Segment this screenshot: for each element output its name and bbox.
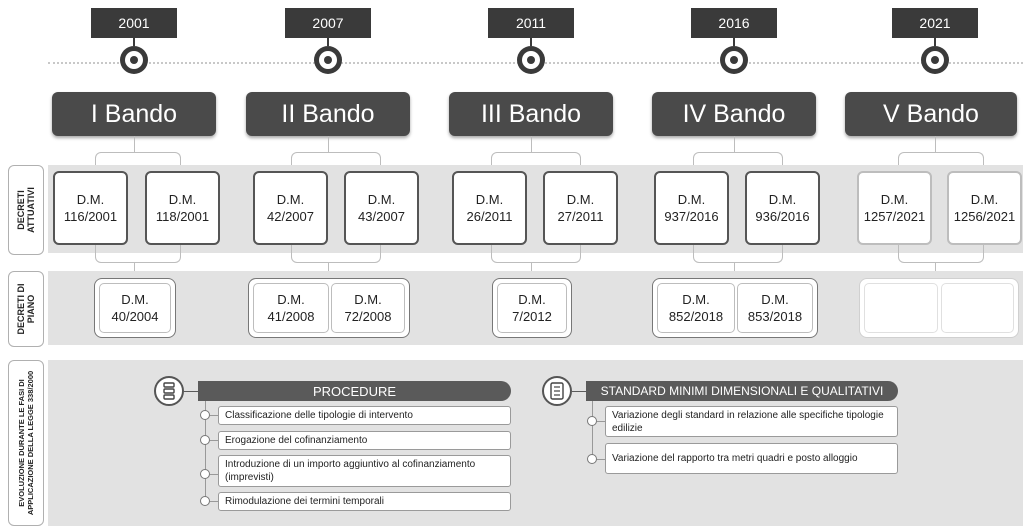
- connector: [95, 152, 181, 172]
- connector: [572, 391, 586, 392]
- bullet: [587, 416, 597, 426]
- dm-card: D.M.41/2008: [253, 283, 329, 333]
- bando-3: III Bando: [449, 92, 613, 136]
- connector: [134, 136, 135, 152]
- row-label-evoluzione: EVOLUZIONE DURANTE LE FASI DI APPLICAZIO…: [8, 360, 44, 526]
- target-icon: [517, 46, 545, 74]
- connector: [734, 136, 735, 152]
- year-2001: 2001: [91, 8, 177, 38]
- connector: [935, 136, 936, 152]
- year-2016: 2016: [691, 8, 777, 38]
- procedure-item: Erogazione del cofinanziamento: [218, 431, 511, 450]
- bando-1: I Bando: [52, 92, 216, 136]
- dm-card: D.M.853/2018: [737, 283, 813, 333]
- connector: [693, 152, 783, 172]
- dm-card: D.M.118/2001: [145, 171, 220, 245]
- year-2021: 2021: [892, 8, 978, 38]
- connector: [210, 474, 218, 475]
- standard-item: Variazione degli standard in relazione a…: [605, 406, 898, 437]
- target-icon: [120, 46, 148, 74]
- connector: [898, 152, 984, 172]
- bando-5: V Bando: [845, 92, 1017, 136]
- procedure-title: PROCEDURE: [198, 381, 511, 401]
- bullet: [200, 469, 210, 479]
- connector: [205, 401, 206, 504]
- connector: [210, 440, 218, 441]
- connector: [531, 136, 532, 152]
- standard-title: STANDARD MINIMI DIMENSIONALI E QUALITATI…: [586, 381, 898, 401]
- flowchart-icon: [154, 376, 184, 406]
- connector: [491, 245, 581, 263]
- connector: [491, 152, 581, 172]
- dm-card: D.M.116/2001: [53, 171, 128, 245]
- bando-4: IV Bando: [652, 92, 816, 136]
- empty-card: [941, 283, 1014, 333]
- checklist-icon: [542, 376, 572, 406]
- dm-card: D.M.936/2016: [745, 171, 820, 245]
- connector: [693, 245, 783, 263]
- dm-card: D.M.26/2011: [452, 171, 527, 245]
- bullet: [200, 435, 210, 445]
- bullet: [200, 496, 210, 506]
- dm-card: D.M.7/2012: [497, 283, 567, 333]
- connector: [210, 501, 218, 502]
- standard-item: Variazione del rapporto tra metri quadri…: [605, 443, 898, 474]
- empty-card: [864, 283, 938, 333]
- procedure-item: Classificazione delle tipologie di inter…: [218, 406, 511, 425]
- dm-card: D.M.43/2007: [344, 171, 419, 245]
- target-icon: [720, 46, 748, 74]
- connector: [291, 152, 381, 172]
- connector: [328, 263, 329, 278]
- year-stem: [327, 38, 329, 46]
- target-icon: [921, 46, 949, 74]
- year-stem: [934, 38, 936, 46]
- dm-card: D.M.27/2011: [543, 171, 618, 245]
- connector: [291, 245, 381, 263]
- year-stem: [530, 38, 532, 46]
- connector: [935, 263, 936, 278]
- dm-card: D.M.72/2008: [331, 283, 405, 333]
- row-label-piano: DECRETI DI PIANO: [8, 271, 44, 347]
- bullet: [587, 454, 597, 464]
- bando-2: II Bando: [246, 92, 410, 136]
- procedure-item: Introduzione di un importo aggiuntivo al…: [218, 455, 511, 487]
- dm-card: D.M.1257/2021: [857, 171, 932, 245]
- connector: [898, 245, 984, 263]
- dm-card: D.M.42/2007: [253, 171, 328, 245]
- connector: [95, 245, 181, 263]
- dm-card: D.M.1256/2021: [947, 171, 1022, 245]
- connector: [134, 263, 135, 278]
- dm-card: D.M.40/2004: [99, 283, 171, 333]
- row-label-attuativi: DECRETI ATTUATIVI: [8, 165, 44, 255]
- dm-card: D.M.937/2016: [654, 171, 729, 245]
- dm-card: D.M.852/2018: [657, 283, 735, 333]
- target-icon: [314, 46, 342, 74]
- connector: [597, 421, 605, 422]
- connector: [597, 459, 605, 460]
- year-stem: [733, 38, 735, 46]
- year-2007: 2007: [285, 8, 371, 38]
- connector: [592, 401, 593, 460]
- connector: [734, 263, 735, 278]
- year-2011: 2011: [488, 8, 574, 38]
- connector: [328, 136, 329, 152]
- procedure-item: Rimodulazione dei termini temporali: [218, 492, 511, 511]
- connector: [210, 415, 218, 416]
- year-stem: [133, 38, 135, 46]
- connector: [184, 391, 198, 392]
- bullet: [200, 410, 210, 420]
- connector: [531, 263, 532, 278]
